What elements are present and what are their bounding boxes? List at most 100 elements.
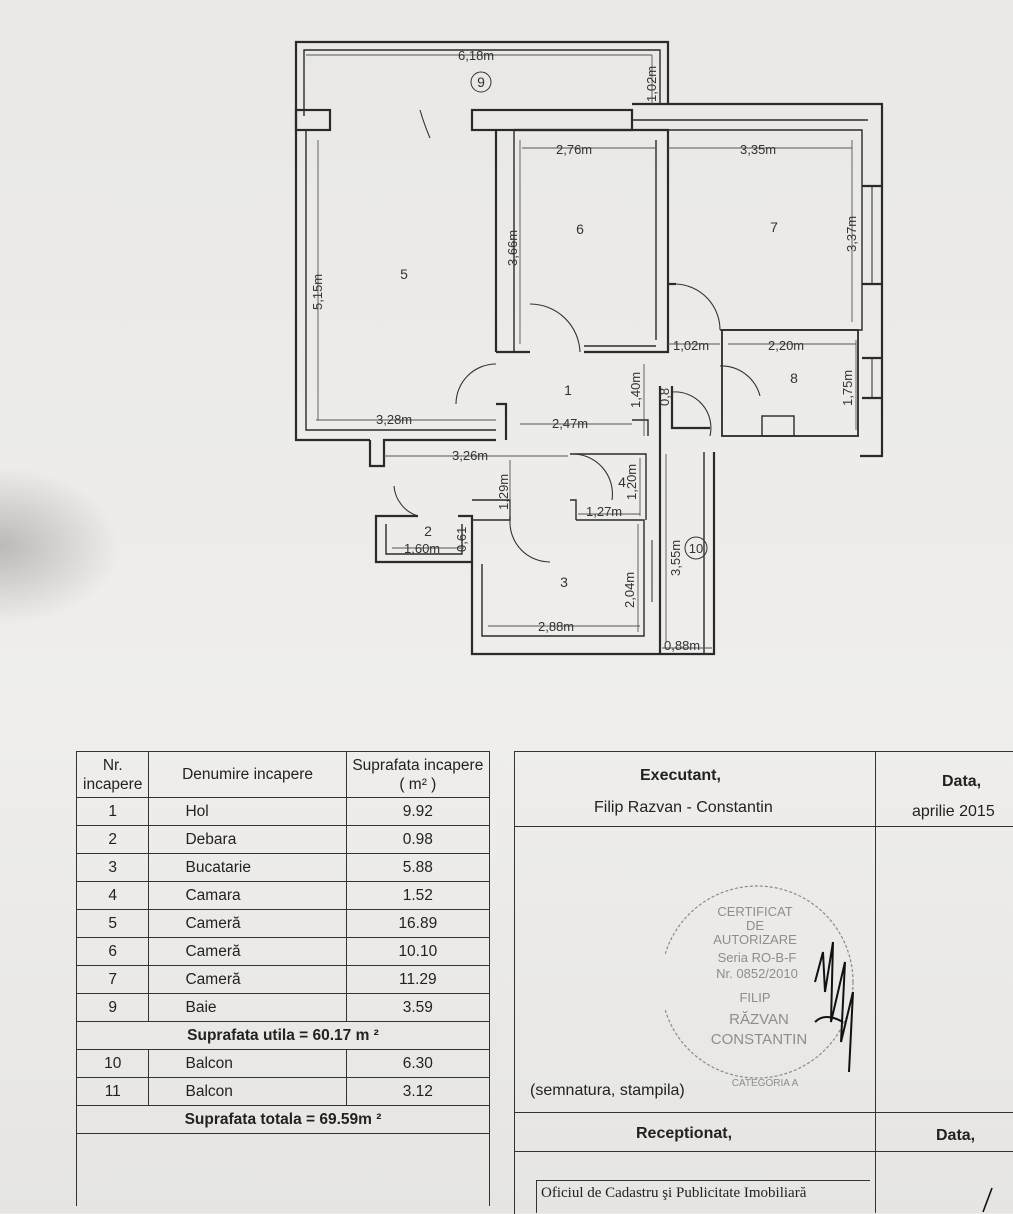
header-area-unit: ( m² ) [399, 775, 437, 793]
dim-1-40: 1,40m [628, 372, 643, 408]
room-number-4: 4 [618, 474, 626, 490]
room-number-8: 8 [790, 370, 798, 386]
dim-3-55: 3,55m [668, 540, 683, 576]
table-row: 6 Cameră 10.10 [75, 937, 491, 966]
table-row: 3 Bucatarie 5.88 [75, 853, 491, 882]
stamp-line-7: RĂZVAN [729, 1011, 789, 1028]
table-row: 5 Cameră 16.89 [75, 909, 491, 938]
room-number-2: 2 [424, 523, 432, 539]
row-name: Cameră [148, 909, 347, 938]
dim-1-02-mid: 1,02m [673, 338, 709, 353]
signature-box-divider [875, 752, 876, 1213]
signature-box-line-1 [514, 826, 1013, 827]
table-row: 4 Camara 1.52 [75, 881, 491, 910]
row-area: 10.10 [345, 937, 491, 966]
row-name: Camara [148, 881, 347, 910]
wall-stub-left [294, 108, 332, 132]
room-number-1: 1 [564, 382, 572, 398]
empty-row [76, 1133, 490, 1206]
dim-1-29: 1,29m [496, 474, 511, 510]
dim-0-8: 0,8 [657, 388, 672, 406]
row-nr: 10 [75, 1049, 150, 1078]
dim-3-66: 3,66m [505, 230, 520, 266]
dim-2-20: 2,20m [768, 338, 804, 353]
header-area-label: Suprafata incapere [352, 756, 484, 774]
stamp-line-3: AUTORIZARE [713, 932, 797, 947]
row-nr: 5 [75, 909, 150, 938]
header-name: Denumire incapere [148, 751, 347, 798]
rooms-table: Nr. incapere Denumire incapere Suprafata… [75, 751, 491, 1206]
row-area: 6.30 [345, 1049, 491, 1078]
header-area: Suprafata incapere ( m² ) [345, 751, 491, 798]
signature-box [514, 751, 1013, 1214]
table-row: 1 Hol 9.92 [75, 797, 491, 826]
dim-1-60: 1,60m [404, 541, 440, 556]
row-name: Balcon [148, 1049, 347, 1078]
pen-mark [982, 1187, 993, 1213]
room-number-6: 6 [576, 221, 584, 237]
grand-total: Suprafata totala = 69.59m ² [76, 1105, 490, 1134]
dim-2-76: 2,76m [556, 142, 592, 157]
stamp-line-5: Nr. 0852/2010 [716, 966, 798, 981]
row-nr: 3 [75, 853, 150, 882]
ocpi-label: Oficiul de Cadastru şi Publicitate Imobi… [541, 1185, 807, 1201]
ocpi-stamp: Oficiul de Cadastru şi Publicitate Imobi… [536, 1180, 870, 1213]
useful-total-row: Suprafata utila = 60.17 m ² [76, 1021, 490, 1050]
row-area: 11.29 [345, 965, 491, 994]
row-nr: 6 [75, 937, 150, 966]
row-area: 16.89 [345, 909, 491, 938]
room-number-9: 9 [477, 74, 485, 90]
row-name: Debara [148, 825, 347, 854]
stamp-line-1: CERTIFICAT [717, 904, 792, 919]
stamp-line-2: DE [746, 918, 764, 933]
room-number-3: 3 [560, 574, 568, 590]
row-area: 1.52 [345, 881, 491, 910]
floor-plan: 6,18m 1,02m 2,76m 3,35m 3,66m 3,37m 5,15… [294, 40, 884, 656]
date-label: Data, [942, 773, 982, 790]
dim-3-35: 3,35m [740, 142, 776, 157]
signature-label: (semnatura, stampila) [530, 1082, 685, 1099]
table-row: 11 Balcon 3.12 [75, 1077, 491, 1106]
row-name: Cameră [148, 965, 347, 994]
stamp-seal: CERTIFICAT DE AUTORIZARE Seria RO-B-F Nr… [665, 885, 854, 1089]
stamp-line-9: CATEGORIA A [732, 1078, 799, 1089]
row-area: 0.98 [345, 825, 491, 854]
dim-3-37: 3,37m [844, 216, 859, 252]
dim-3-26: 3,26m [452, 448, 488, 463]
room-number-5: 5 [400, 266, 408, 282]
table-row: 7 Cameră 11.29 [75, 965, 491, 994]
row-nr: 2 [75, 825, 150, 854]
room-number-10: 10 [689, 541, 703, 556]
row-nr: 4 [75, 881, 150, 910]
empty-cell [76, 1133, 490, 1206]
row-name: Cameră [148, 937, 347, 966]
row-nr: 11 [75, 1077, 150, 1106]
balcony-9-outline [294, 40, 670, 130]
row-name: Baie [148, 993, 347, 1022]
executant-label: Executant, [640, 767, 721, 784]
handwritten-signature [814, 941, 854, 1073]
date-value: aprilie 2015 [912, 803, 995, 820]
signature-box-line-2 [514, 1112, 1013, 1113]
table-row: 10 Balcon 6.30 [75, 1049, 491, 1078]
dim-2-88: 2,88m [538, 619, 574, 634]
executant-name: Filip Razvan - Constantin [594, 799, 773, 816]
row-nr: 9 [75, 993, 150, 1022]
received-label: Receptionat, [636, 1125, 733, 1142]
dim-0-88: 0,88m [664, 638, 700, 653]
dim-1-02-top: 1,02m [644, 66, 659, 102]
table-row: 9 Baie 3.59 [75, 993, 491, 1022]
wall-stub-mid [470, 108, 634, 132]
stamp-line-4: Seria RO-B-F [718, 950, 797, 965]
stamp-line-8: CONSTANTIN [711, 1031, 807, 1048]
row-area: 9.92 [345, 797, 491, 826]
dim-1-27: 1,27m [586, 504, 622, 519]
dim-1-20: 1,20m [624, 464, 639, 500]
dim-1-75: 1,75m [840, 370, 855, 406]
table-header-row: Nr. incapere Denumire incapere Suprafata… [75, 751, 491, 798]
received-date-label: Data, [936, 1127, 976, 1144]
grand-total-row: Suprafata totala = 69.59m ² [76, 1105, 490, 1134]
row-area: 5.88 [345, 853, 491, 882]
header-nr: Nr. incapere [75, 751, 150, 798]
table-row: 2 Debara 0.98 [75, 825, 491, 854]
